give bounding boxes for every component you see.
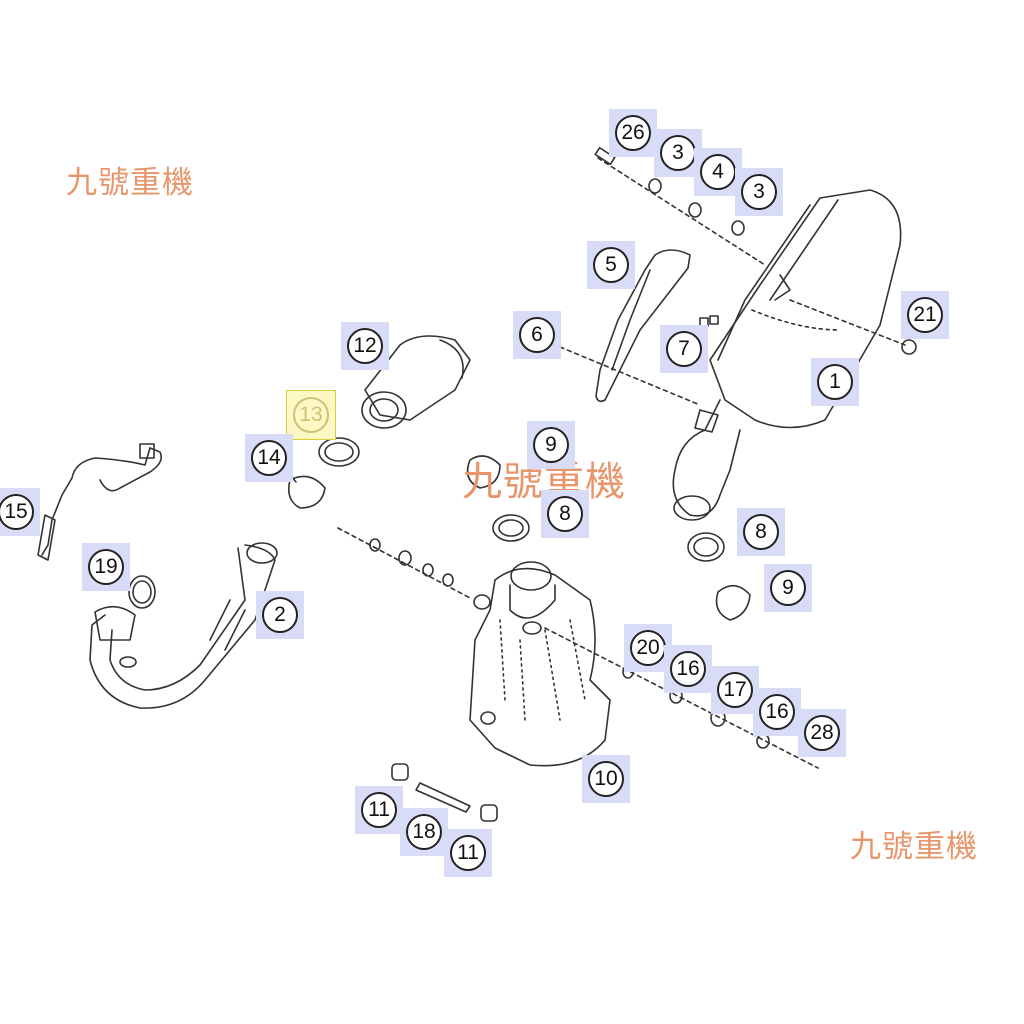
callout-8-right[interactable]: 8: [737, 508, 785, 556]
callout-15[interactable]: 15: [0, 488, 40, 536]
callout-label: 15: [0, 494, 34, 530]
callout-7[interactable]: 7: [660, 325, 708, 373]
callout-4[interactable]: 4: [694, 148, 742, 196]
header-pipe: [89, 542, 278, 709]
callout-label: 14: [251, 440, 287, 476]
callout-10[interactable]: 10: [582, 755, 630, 803]
callout-label: 1: [817, 364, 853, 400]
heat-shield: [595, 249, 691, 403]
callout-label: 11: [450, 835, 486, 871]
callout-17[interactable]: 17: [711, 666, 759, 714]
callout-18[interactable]: 18: [400, 808, 448, 856]
callout-label: 3: [741, 174, 777, 210]
callout-28[interactable]: 28: [798, 709, 846, 757]
callout-label: 9: [770, 570, 806, 606]
callout-label: 2: [262, 597, 298, 633]
watermark-bottom-right: 九號重機: [850, 829, 978, 865]
callout-1[interactable]: 1: [811, 358, 859, 406]
callout-3-lower[interactable]: 3: [735, 168, 783, 216]
callout-label: 28: [804, 715, 840, 751]
callout-12[interactable]: 12: [341, 322, 389, 370]
callout-label: 8: [743, 514, 779, 550]
catalyst: [361, 335, 471, 429]
callout-label: 7: [666, 331, 702, 367]
muffler: [672, 189, 902, 521]
bolt-26-line: [594, 146, 766, 266]
callout-label: 26: [615, 115, 651, 151]
callout-14[interactable]: 14: [245, 434, 293, 482]
callout-label: 6: [519, 317, 555, 353]
callout-11-left[interactable]: 11: [355, 786, 403, 834]
watermark-top-left: 九號重機: [66, 165, 194, 201]
callout-6[interactable]: 6: [513, 311, 561, 359]
callout-label: 10: [588, 761, 624, 797]
callout-5[interactable]: 5: [587, 241, 635, 289]
callout-label: 16: [670, 651, 706, 687]
callout-16-left[interactable]: 16: [664, 645, 712, 693]
callout-label: 5: [593, 247, 629, 283]
callout-label: 4: [700, 154, 736, 190]
collector-box: [469, 561, 611, 767]
callout-16-right[interactable]: 16: [753, 688, 801, 736]
oxygen-sensor: [37, 443, 163, 561]
callout-label: 18: [406, 814, 442, 850]
callout-19[interactable]: 19: [82, 543, 130, 591]
callout-label: 12: [347, 328, 383, 364]
callout-label: 11: [361, 792, 397, 828]
callout-26[interactable]: 26: [609, 109, 657, 157]
callout-8-center[interactable]: 8: [541, 490, 589, 538]
callout-label: 17: [717, 672, 753, 708]
callout-21[interactable]: 21: [901, 291, 949, 339]
callout-label: 20: [630, 630, 666, 666]
callout-label: 19: [88, 549, 124, 585]
callout-label: 16: [759, 694, 795, 730]
callout-2[interactable]: 2: [256, 591, 304, 639]
callout-label: 21: [907, 297, 943, 333]
callout-11-right[interactable]: 11: [444, 829, 492, 877]
callout-9-upper[interactable]: 9: [527, 421, 575, 469]
callout-9-lower[interactable]: 9: [764, 564, 812, 612]
callout-label: 9: [533, 427, 569, 463]
callout-label: 8: [547, 496, 583, 532]
callout-13[interactable]: 13: [286, 390, 336, 440]
callout-label: 3: [660, 135, 696, 171]
callout-label: 13: [293, 397, 329, 433]
